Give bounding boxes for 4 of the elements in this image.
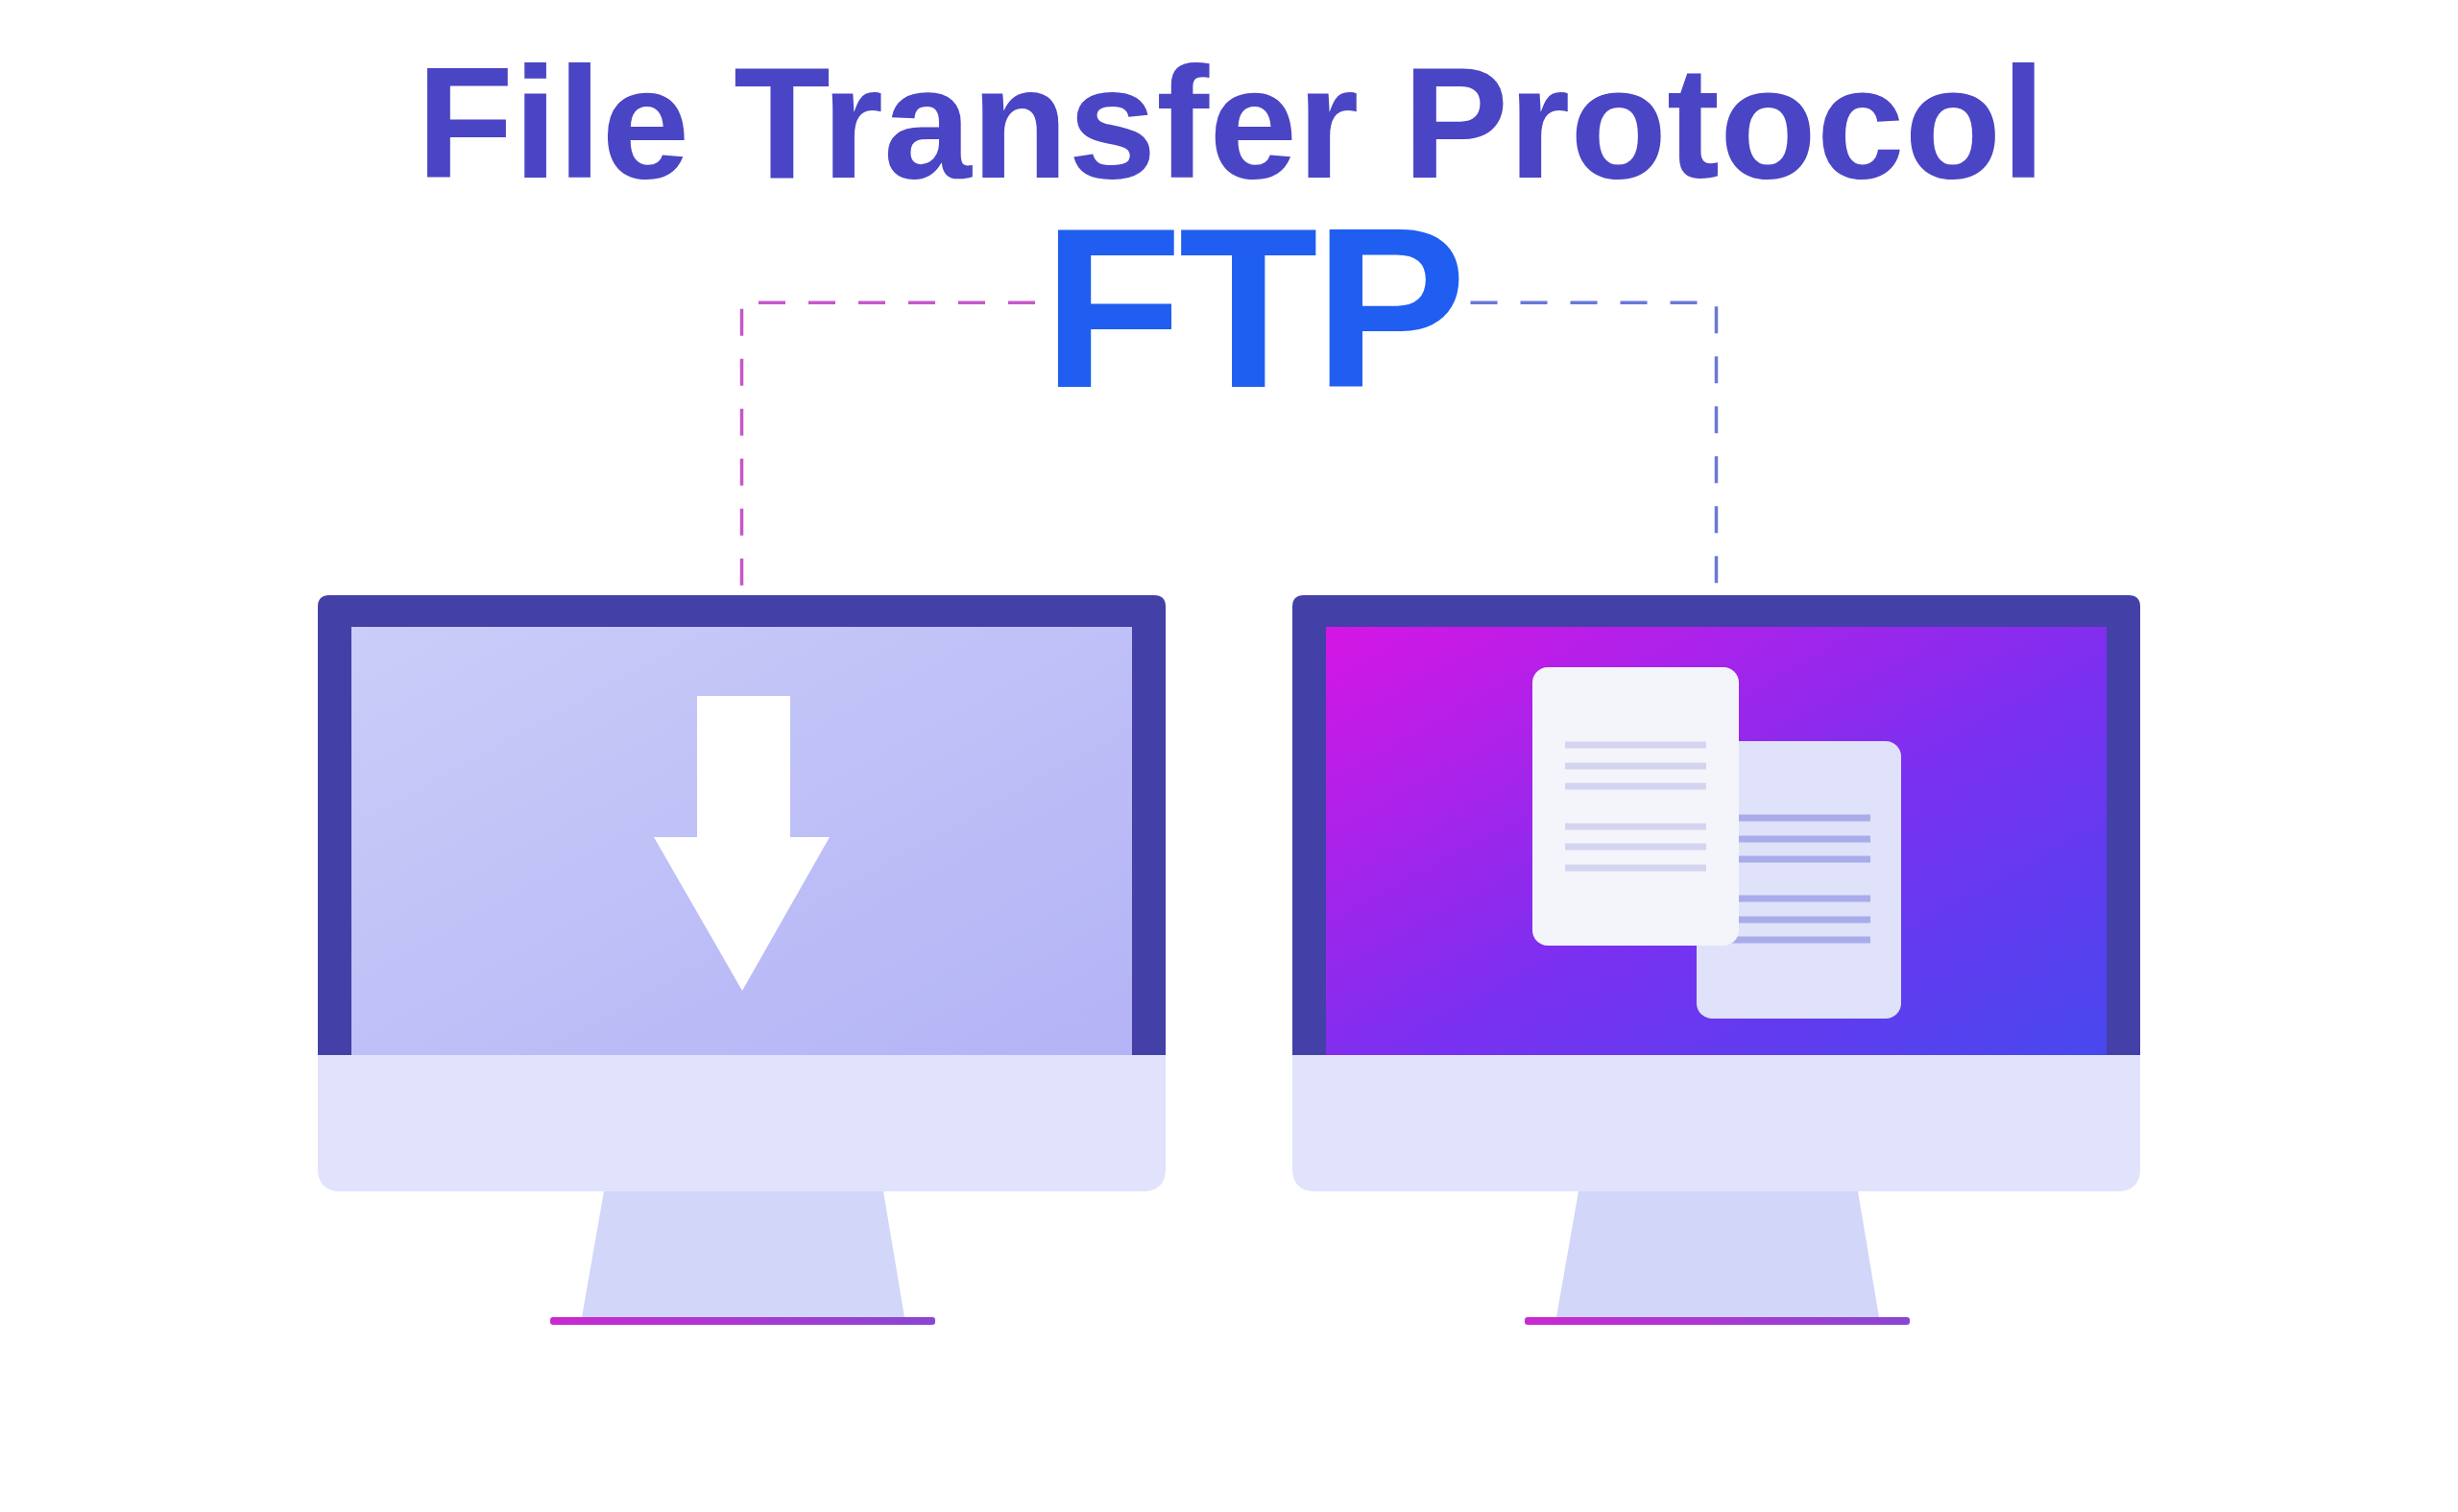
diagram-title: File Transfer Protocol (417, 44, 2046, 203)
documents-monitor-illustration (1292, 595, 2140, 1325)
download-monitor-illustration (318, 595, 1166, 1325)
node-label: FTP (1043, 210, 1463, 407)
